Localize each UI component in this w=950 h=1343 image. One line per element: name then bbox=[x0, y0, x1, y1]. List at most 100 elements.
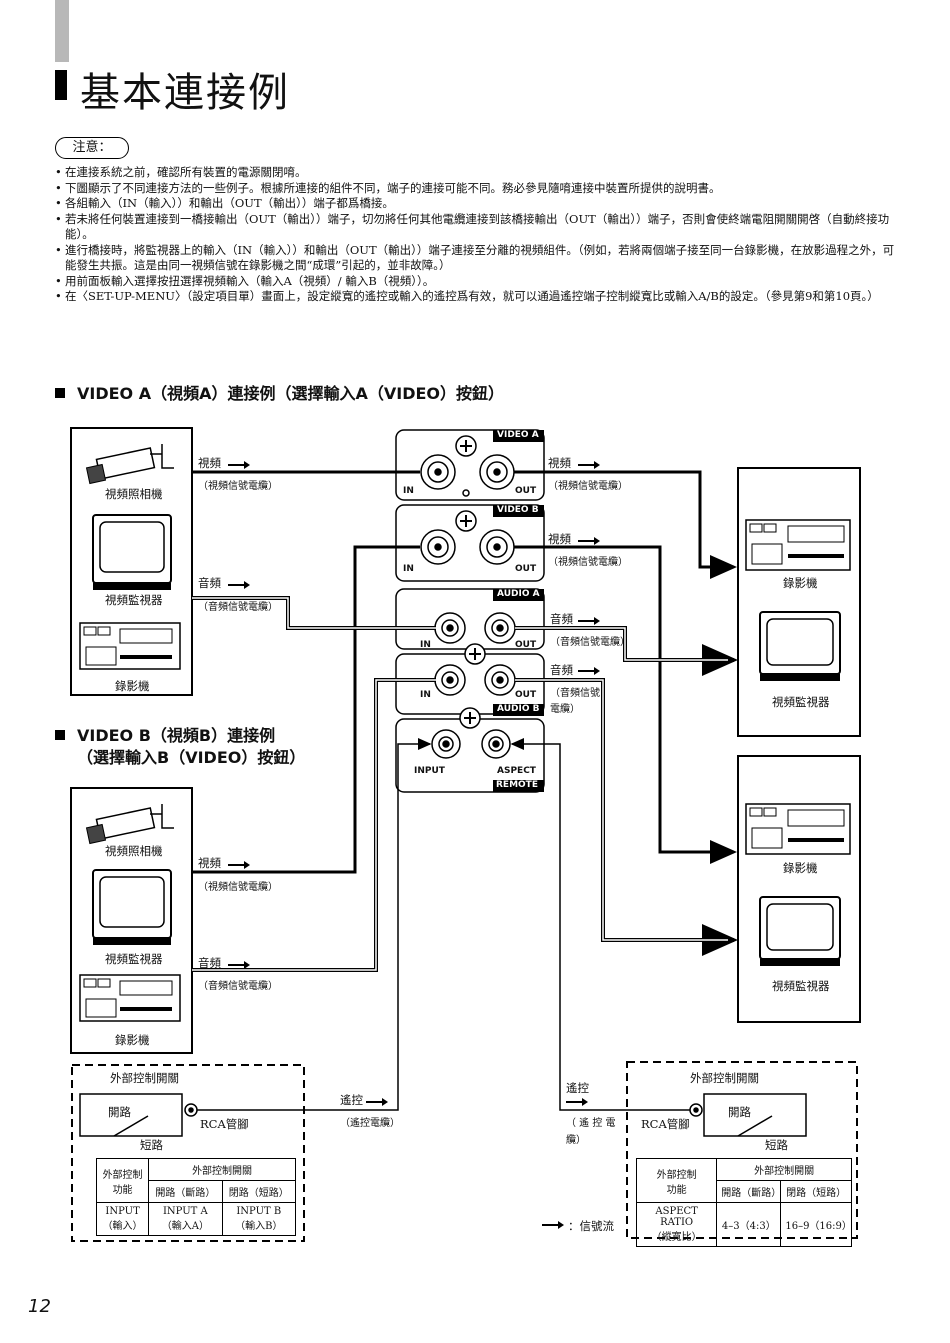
signal-label: 遙控 bbox=[340, 1093, 363, 1107]
panel-label-audio-a: AUDIO A bbox=[497, 589, 540, 599]
device-caption: 視頻監視器 bbox=[772, 979, 830, 993]
section-b-heading-line1: VIDEO B（視頻B）連接例 bbox=[77, 726, 276, 745]
section-a-heading: VIDEO A（視頻A）連接例（選擇輸入A（VIDEO）按鈕） bbox=[55, 380, 504, 404]
notes-list: 在連接系統之前，確認所有裝置的電源關閉唷。 下圖顯示了不同連接方法的一些例子。根… bbox=[55, 165, 895, 305]
switch-icon bbox=[689, 1093, 807, 1137]
vcr-icon bbox=[79, 974, 181, 1022]
device-caption: 視頻照相機 bbox=[105, 487, 163, 501]
device-caption: 錄影機 bbox=[783, 576, 818, 590]
switch-title: 外部控制開關 bbox=[110, 1071, 179, 1085]
cable-caption: 電纜） bbox=[550, 704, 580, 715]
device-caption: 錄影機 bbox=[115, 1033, 150, 1047]
table-cell: 16–9（16:9） bbox=[780, 1202, 852, 1247]
monitor-icon bbox=[92, 869, 172, 945]
source-box-b bbox=[70, 787, 193, 1054]
monitor-icon bbox=[92, 514, 172, 590]
table-cell: INPUT A （輸入A） bbox=[148, 1202, 223, 1236]
switch-open-label: 開路 bbox=[728, 1105, 751, 1119]
panel-label-video-a: VIDEO A bbox=[497, 430, 539, 440]
section-b-heading-line2: （選擇輸入B（VIDEO）按鈕） bbox=[77, 748, 306, 767]
cable-caption: （音頻信號 bbox=[550, 688, 600, 699]
signal-label: 音頻 bbox=[198, 956, 221, 970]
vcr-icon bbox=[79, 622, 181, 670]
section-marker-icon bbox=[55, 730, 65, 740]
camera-icon bbox=[85, 444, 174, 485]
section-a-heading-text: VIDEO A（視頻A）連接例（選擇輸入A（VIDEO）按鈕） bbox=[77, 384, 505, 403]
device-caption: 錄影機 bbox=[783, 861, 818, 875]
table-header: 開路（斷路） bbox=[716, 1180, 782, 1203]
table-header: 外部控制 功能 bbox=[95, 1158, 150, 1203]
page-number: 12 bbox=[28, 1296, 51, 1317]
signal-label: 遙控 bbox=[566, 1081, 589, 1095]
signal-label: 視頻 bbox=[198, 456, 221, 470]
panel-in-label: IN bbox=[420, 690, 431, 700]
table-header: 外部控制 功能 bbox=[635, 1158, 718, 1203]
table-cell: INPUT （輸入） bbox=[95, 1202, 150, 1236]
table-header: 外部控制開關 bbox=[716, 1158, 852, 1181]
source-box-a bbox=[70, 427, 193, 696]
switch-short-label: 短路 bbox=[765, 1138, 788, 1152]
signal-label: 音頻 bbox=[550, 612, 573, 626]
panel-label-video-b: VIDEO B bbox=[497, 505, 539, 515]
cable-caption: （視頻信號電纜） bbox=[548, 557, 628, 568]
monitor-icon bbox=[759, 611, 841, 681]
rca-label: RCA管腳 bbox=[641, 1117, 690, 1131]
device-caption: 視頻監視器 bbox=[772, 695, 830, 709]
dest-box-b bbox=[737, 755, 861, 1023]
panel-in-label: IN bbox=[403, 564, 414, 574]
vcr-icon bbox=[745, 803, 851, 855]
signal-label: 視頻 bbox=[548, 456, 571, 470]
vcr-icon bbox=[745, 519, 851, 571]
switch-box-left bbox=[71, 1064, 305, 1242]
control-table-right: 外部控制 功能 外部控制開關 開路（斷路） 閉路（短路） ASPECT RATI… bbox=[635, 1158, 852, 1247]
title-marker bbox=[55, 70, 67, 100]
panel-input-label: INPUT bbox=[414, 766, 445, 776]
top-margin-bar bbox=[55, 0, 69, 62]
note-item: 若未將任何裝置連接到一橋接輸出（OUT（輸出））端子，切勿將任何其他電纜連接到該… bbox=[55, 212, 895, 243]
camera-icon bbox=[85, 804, 174, 845]
signal-label: 音頻 bbox=[550, 663, 573, 677]
table-cell: ASPECT RATIO （縱寬比） bbox=[635, 1202, 718, 1247]
cable-caption: （視頻信號電纜） bbox=[548, 481, 628, 492]
page-title: 基本連接例 bbox=[80, 70, 290, 116]
panel-in-label: IN bbox=[403, 486, 414, 496]
panel-aspect-label: ASPECT bbox=[497, 766, 536, 776]
note-item: 各組輸入（IN（輸入））和輸出（OUT（輸出））端子都爲橋接。 bbox=[55, 196, 895, 212]
device-caption: 視頻照相機 bbox=[105, 844, 163, 858]
cable-caption: （視頻信號電纜） bbox=[198, 882, 278, 893]
monitor-icon bbox=[759, 896, 841, 966]
note-label: 注意： bbox=[55, 137, 129, 159]
cable-caption: （音頻信號電纜） bbox=[550, 637, 630, 648]
cable-caption: （音頻信號電纜） bbox=[198, 602, 278, 613]
rear-panel bbox=[395, 429, 545, 793]
section-marker-icon bbox=[55, 388, 65, 398]
panel-out-label: OUT bbox=[515, 640, 537, 650]
note-item: 進行橋接時，將監視器上的輸入（IN（輸入））和輸出（OUT（輸出））端子連接至分… bbox=[55, 243, 895, 274]
table-header: 外部控制開關 bbox=[148, 1158, 296, 1181]
table-header: 閉路（短路） bbox=[780, 1180, 852, 1203]
signal-label: 音頻 bbox=[198, 576, 221, 590]
dest-box-a bbox=[737, 467, 861, 737]
cable-caption: 纜） bbox=[566, 1135, 586, 1146]
device-caption: 錄影機 bbox=[115, 679, 150, 693]
note-item: 在〈SET-UP-MENU〉（設定項目單）畫面上，設定縱寬的遙控或輸入的遙控爲有… bbox=[55, 289, 895, 305]
switch-open-label: 開路 bbox=[108, 1105, 131, 1119]
switch-title: 外部控制開關 bbox=[690, 1071, 759, 1085]
cable-caption: （視頻信號電纜） bbox=[198, 481, 278, 492]
flow-arrows bbox=[228, 461, 600, 1229]
remote-cables bbox=[196, 738, 690, 1111]
panel-in-label: IN bbox=[420, 640, 431, 650]
note-item: 在連接系統之前，確認所有裝置的電源關閉唷。 bbox=[55, 165, 895, 181]
signal-label: 視頻 bbox=[198, 856, 221, 870]
panel-label-remote: REMOTE bbox=[496, 780, 538, 790]
panel-out-label: OUT bbox=[515, 690, 537, 700]
note-item: 下圖顯示了不同連接方法的一些例子。根據所連接的組件不同，端子的連接可能不同。務必… bbox=[55, 181, 895, 197]
legend-text: ：信號流 bbox=[568, 1219, 614, 1233]
cable-caption: （ 遙 控 電 bbox=[566, 1118, 616, 1129]
video-cables bbox=[192, 470, 737, 874]
table-header: 開路（斷路） bbox=[148, 1180, 223, 1203]
panel-label-audio-b: AUDIO B bbox=[497, 704, 540, 714]
device-caption: 視頻監視器 bbox=[105, 593, 163, 607]
note-item: 用前面板輸入選擇按扭選擇視頻輸入（輸入A（視頻）/ 輸入B（視頻））。 bbox=[55, 274, 895, 290]
